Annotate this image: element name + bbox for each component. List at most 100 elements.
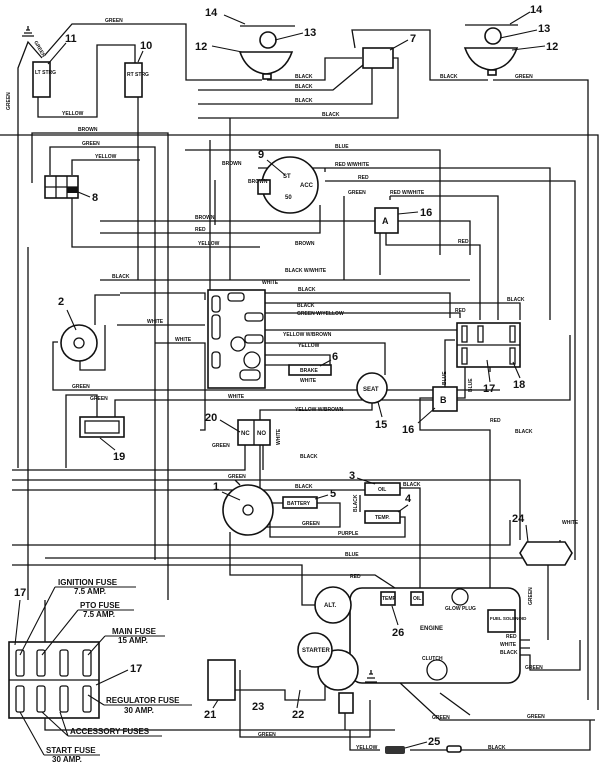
- fuse-slots-part: [82, 649, 92, 677]
- wire-label: RED W/WHITE: [390, 190, 425, 196]
- harness-module-part: [230, 336, 246, 352]
- ignition-switch-9-part: BROWN: [248, 179, 268, 185]
- callout-5: 5: [330, 488, 336, 500]
- fuse-relay-block-17-18-part: [461, 347, 468, 365]
- callout-24: 24: [512, 513, 525, 525]
- wires-part: [349, 720, 591, 751]
- callout-11: 11: [65, 33, 77, 45]
- harness-module-part: [211, 351, 221, 369]
- fuse-relay-block-17-18-part: [509, 347, 516, 365]
- ground-symbol-top-part: [22, 26, 34, 37]
- wire-label: BLACK: [403, 482, 421, 488]
- harness-module-part: [211, 314, 221, 340]
- battery-21-part: [207, 659, 236, 701]
- connector-25-part: [385, 746, 405, 754]
- engine-part: OIL: [413, 596, 421, 602]
- wire-label: BLACK: [507, 297, 525, 303]
- left-steering-switch-part: [32, 61, 51, 98]
- headlight-right: [463, 24, 519, 76]
- callouts-part: [486, 359, 491, 383]
- temp-light-4: TEMP.: [364, 510, 401, 524]
- wires-part: [52, 335, 571, 418]
- engine-part: TEMP: [382, 596, 397, 602]
- callout-22: 22: [292, 709, 304, 721]
- callouts-part: [219, 419, 241, 433]
- wire-label: BLUE: [345, 552, 359, 558]
- wire-label: WHITE: [262, 280, 279, 286]
- callout-25: 25: [428, 736, 440, 748]
- wire-label: BLUE: [442, 371, 448, 385]
- callouts-part: [47, 42, 67, 65]
- wire-label: GREEN: [228, 474, 246, 480]
- connector-19-part: [79, 416, 125, 438]
- wires-part: [12, 479, 521, 600]
- headlight-left-part: [259, 31, 277, 49]
- key-switch-1-part: [242, 504, 254, 516]
- wires-part: [259, 339, 455, 420]
- callout-12: 12: [195, 41, 207, 53]
- wires-part: [79, 294, 120, 371]
- right-steering-switch: RT STRG: [124, 62, 149, 98]
- right-steering-switch-part: RT STRG: [127, 72, 149, 78]
- wire-label: RED: [455, 308, 466, 314]
- ignition-fuse-label: IGNITION FUSE: [58, 578, 118, 587]
- wire-label: GREEN W/YELLOW: [297, 311, 344, 317]
- callout-23: 23: [252, 701, 264, 713]
- callout-6: 6: [332, 351, 338, 363]
- callouts-part: [397, 504, 409, 513]
- ignition-switch-9-part: ACC: [300, 183, 314, 189]
- connector-8-part: [67, 187, 78, 193]
- connector-8: [44, 175, 79, 199]
- connector-25: [385, 745, 462, 754]
- fuse-legend-part: [95, 669, 129, 686]
- callout-2: 2: [58, 296, 64, 308]
- accessory-fuses-label: ACCESSORY FUSES: [70, 727, 150, 736]
- wire-label: BLACK: [295, 98, 313, 104]
- wire-label: GREEN: [432, 715, 450, 721]
- wire-label: GREEN: [528, 587, 534, 605]
- callout-1: 1: [213, 481, 219, 493]
- brake-switch-6-part: WHITE: [300, 378, 317, 384]
- relay-a-16-part: A: [382, 216, 389, 226]
- wire-label: BROWN: [295, 241, 315, 247]
- headlight-left: [238, 25, 295, 80]
- oil-light-3-part: OIL: [378, 487, 386, 493]
- wires-part: [520, 565, 581, 671]
- wire-label: BLACK: [353, 494, 359, 512]
- callouts-part: [99, 437, 116, 451]
- brake-switch-6-part: BRAKE: [300, 368, 318, 374]
- left-steering-switch-part: LT STRG: [35, 70, 56, 76]
- headlight-right-part: [487, 69, 497, 76]
- starter-part: [297, 632, 333, 668]
- ignition-fuse-amp: 7.5 AMP.: [74, 587, 106, 596]
- right-steering-switch-part: [124, 62, 143, 98]
- wire-label: YELLOW W/BROWN: [283, 332, 332, 338]
- alternator-part: ALT.: [324, 603, 337, 609]
- fuse-slots-part: [59, 685, 69, 713]
- harness-module: [207, 289, 266, 389]
- callouts-part: [296, 689, 301, 709]
- relay-b-16-part: B: [440, 395, 447, 405]
- wire-label: GREEN: [90, 396, 108, 402]
- wire-label: BLUE: [468, 378, 474, 392]
- switch-7: [362, 47, 394, 69]
- regulator-fuse-label: REGULATOR FUSE: [106, 696, 180, 705]
- harness-module-part: [243, 351, 261, 369]
- harness-module-part: [244, 334, 264, 344]
- engine-part: [451, 588, 469, 606]
- regulator-fuse-amp: 30 AMP.: [124, 706, 154, 715]
- wire-label: GREEN: [212, 443, 230, 449]
- engine-part: [349, 587, 521, 684]
- harness-module-part: [227, 292, 245, 302]
- engine-part: ENGINE: [420, 626, 443, 632]
- starter-part: STARTER: [302, 648, 331, 654]
- fuse-relay-block-17-18-part: [461, 325, 468, 343]
- battery-light-5-part: BATTERY: [287, 501, 311, 507]
- callout-9: 9: [258, 149, 264, 161]
- callouts-part: [274, 32, 304, 41]
- start-fuse-label: START FUSE: [46, 746, 96, 755]
- wire-label: BROWN: [222, 161, 242, 167]
- wire-label: BLACK: [298, 287, 316, 293]
- wire-label: BLACK: [295, 484, 313, 490]
